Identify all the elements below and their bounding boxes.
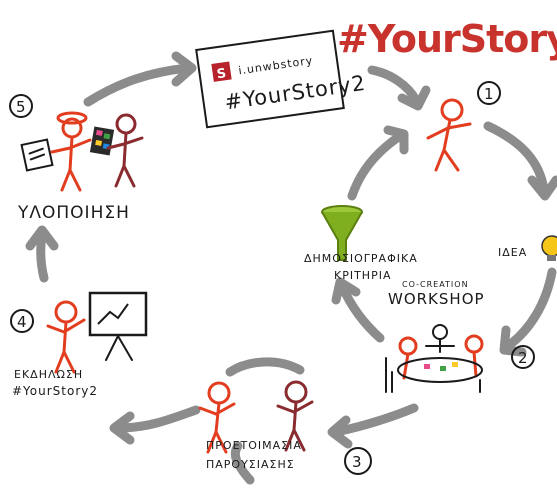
step-5: 5 ΥΛΟΠΟΙΗΣΗ xyxy=(9,94,144,223)
step-2-number-circle xyxy=(511,345,535,369)
step-4-number: 4 xyxy=(17,313,28,331)
step-3-person-figure-dark xyxy=(276,380,314,452)
arrow-5-to-banner xyxy=(83,63,193,107)
step-5-number-circle xyxy=(9,94,33,118)
arrow-3-bottom-loop xyxy=(230,441,255,485)
step-4-presenter-figure xyxy=(46,300,86,374)
banner-logo-letter: S xyxy=(216,66,227,82)
arrow-1-to-idea xyxy=(483,121,549,195)
step-2-number: 2 xyxy=(518,349,529,367)
workshop-big-label: WORKSHOP xyxy=(388,290,485,308)
step-4-line1: ΕΚΔΗΛΩΣΗ xyxy=(14,368,83,381)
presentation-board-icon xyxy=(88,291,148,361)
step-3-person-figure-red xyxy=(198,381,236,454)
workshop-table-scene xyxy=(385,324,484,393)
step-3-line1: ΠΡΟΕΤΟΙΜΑΣΙΑ xyxy=(206,439,302,452)
step-3-number: 3 xyxy=(352,453,363,471)
criteria: ΔΗΜΟΣΙΟΓΡΑΦΙΚΑ ΚΡΙΤΗΡΙΑ xyxy=(304,205,418,282)
step-4-line2: #YourStory2 xyxy=(12,384,98,398)
arrow-banner-to-1 xyxy=(367,65,421,105)
workshop-small-label: CO-CREATION xyxy=(402,280,469,289)
step-1-number: 1 xyxy=(484,85,495,103)
arrow-4-to-5 xyxy=(36,229,49,283)
arrow-2-to-criteria xyxy=(337,281,385,343)
step-1-number-circle xyxy=(477,81,501,105)
funnel-icon xyxy=(321,205,363,261)
step-4-number-circle xyxy=(10,309,34,333)
step-4: 4 ΕΚΔΗΛΩΣΗ #YourStory2 xyxy=(10,291,148,398)
criteria-line2: ΚΡΙΤΗΡΙΑ xyxy=(334,269,391,282)
idea: ΙΔΕΑ xyxy=(498,235,557,261)
step-5-label: ΥΛΟΠΟΙΗΣΗ xyxy=(17,203,130,223)
step-3-line2: ΠΑΡΟΥΣΙΑΣΗΣ xyxy=(206,458,295,471)
idea-label: ΙΔΕΑ xyxy=(498,246,527,259)
step-1-person-figure xyxy=(426,98,472,172)
arrow-idea-to-2 xyxy=(503,267,557,351)
workshop: CO-CREATION WORKSHOP 2 xyxy=(385,280,535,393)
story-banner: S i.unwbstory #YourStory2 xyxy=(195,29,367,129)
step-5-person-figure-red xyxy=(50,111,92,192)
step-3: ΠΡΟΕΤΟΙΜΑΣΙΑ ΠΑΡΟΥΣΙΑΣΗΣ 3 xyxy=(198,380,372,475)
arrow-3-loop xyxy=(113,405,201,433)
tablet-icon xyxy=(89,126,115,156)
step-1: 1 xyxy=(426,81,501,172)
step-5-number: 5 xyxy=(16,98,27,116)
banner-logo xyxy=(211,61,232,82)
arrow-criteria-to-1 xyxy=(347,131,405,201)
clipboard-icon xyxy=(20,138,54,172)
arrow-2-to-3 xyxy=(331,403,419,437)
criteria-line1: ΔΗΜΟΣΙΟΓΡΑΦΙΚΑ xyxy=(304,252,418,265)
diagram-title: #YourStory2 xyxy=(337,17,557,61)
step-5-person-figure-dark xyxy=(106,113,144,188)
lightbulb-icon xyxy=(541,235,557,261)
step-3-number-circle xyxy=(344,447,372,475)
cycle-arrows xyxy=(25,51,557,485)
